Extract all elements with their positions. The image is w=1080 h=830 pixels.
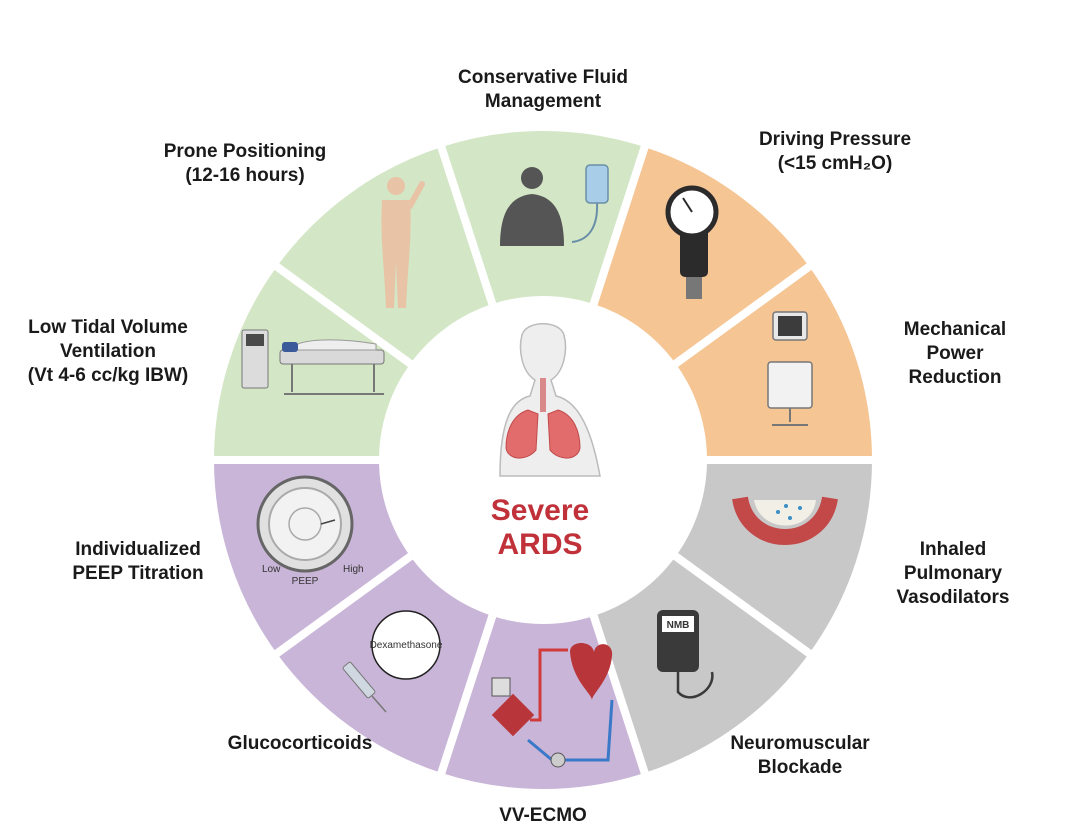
standing-person-icon xyxy=(381,177,425,308)
label-peep-titration: Individualized PEEP Titration xyxy=(72,539,204,584)
label-conservative-fluid: Conservative Fluid Management xyxy=(458,67,628,112)
patient-bed-ventilator-icon xyxy=(241,329,385,395)
ventilator-machine-icon xyxy=(767,311,813,426)
syringe-icon: Dexamethasone xyxy=(342,610,443,713)
label-low-tidal-volume: Low Tidal Volume Ventilation (Vt 4-6 cc/… xyxy=(27,317,189,386)
label-neuromuscular-blockade: Neuromuscular Blockade xyxy=(730,733,870,778)
center-title-line2: ARDS xyxy=(497,528,583,561)
peep-low-label: Low xyxy=(262,564,281,575)
pressure-gauge-icon xyxy=(665,185,719,299)
label-driving-pressure: Driving Pressure (<15 cmH₂O) xyxy=(758,129,912,174)
blood-vessel-icon xyxy=(732,496,838,545)
peep-label: PEEP xyxy=(292,576,319,587)
peep-high-label: High xyxy=(343,564,364,575)
dexamethasone-label: Dexamethasone xyxy=(370,640,443,651)
peep-dial-icon: Low PEEP High xyxy=(256,475,364,587)
label-glucocorticoids: Glucocorticoids xyxy=(227,733,373,754)
nmb-iv-bag-icon: NMB xyxy=(657,610,714,699)
human-lungs-icon xyxy=(499,323,601,477)
label-prone-positioning: Prone Positioning (12-16 hours) xyxy=(163,141,327,186)
center-title: Severe ARDS xyxy=(440,494,640,562)
person-iv-drip-icon xyxy=(500,164,609,246)
center-title-line1: Severe xyxy=(490,494,590,527)
svg-text:NMB: NMB xyxy=(667,620,690,631)
label-mechanical-power: Mechanical Power Reduction xyxy=(903,319,1007,388)
label-inhaled-vasodilators: Inhaled Pulmonary Vasodilators xyxy=(896,539,1010,608)
label-vv-ecmo: VV-ECMO xyxy=(499,805,587,826)
